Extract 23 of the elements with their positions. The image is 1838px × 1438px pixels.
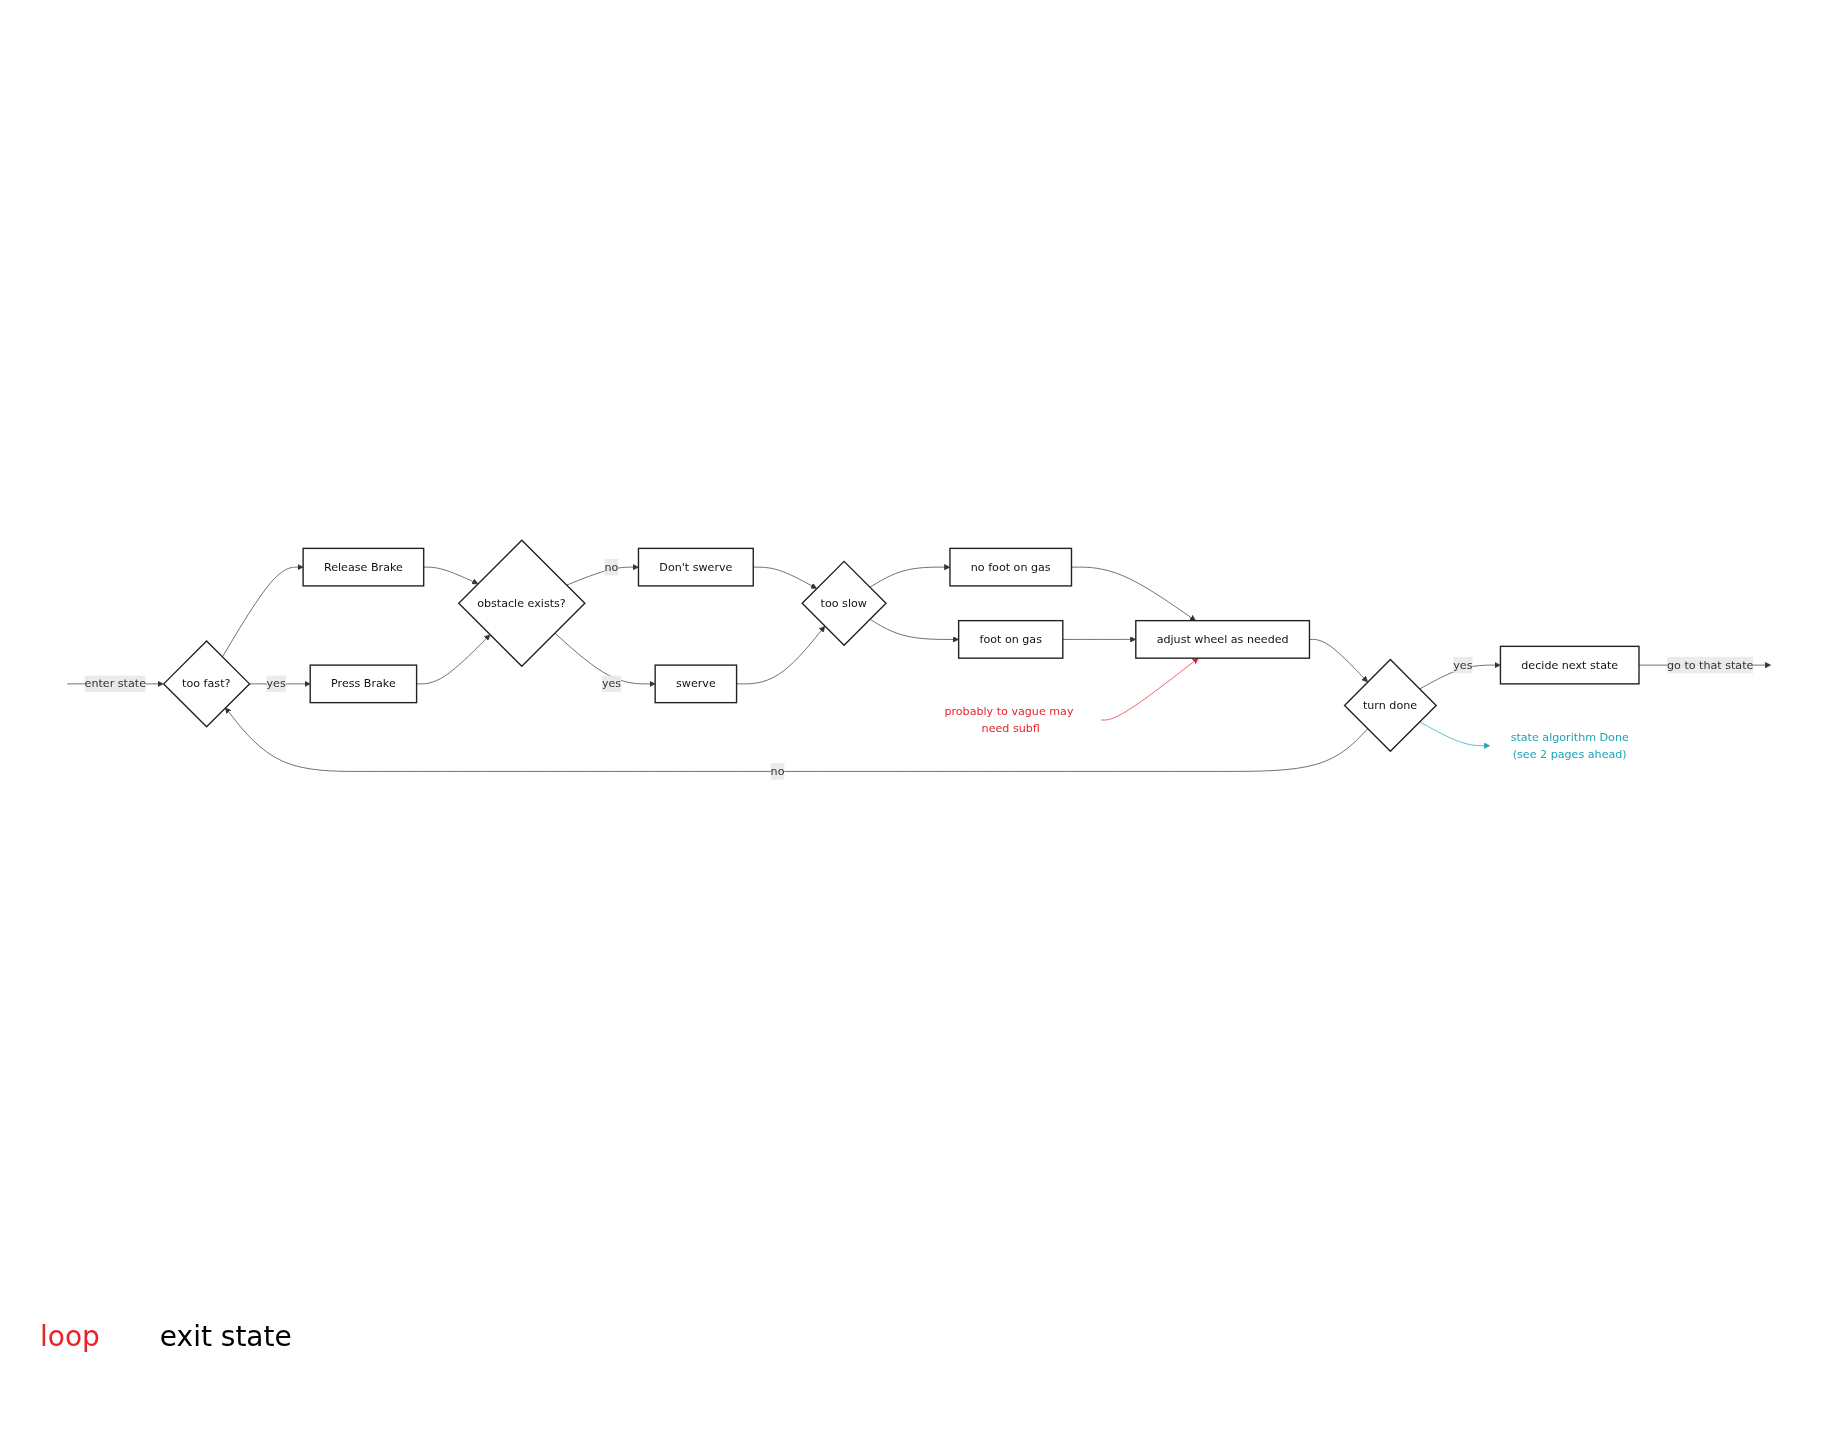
node-box: adjust wheel as needed <box>1135 619 1311 659</box>
node-diamond: too fast? <box>162 640 251 728</box>
edge-label: enter state <box>84 676 146 691</box>
node-box: foot on gas <box>957 619 1064 659</box>
edge-label: go to that state <box>1667 658 1754 672</box>
edge-label: no <box>604 560 619 574</box>
edge-label: no <box>770 764 785 778</box>
node-text: state algorithm Done (see 2 pages ahead) <box>1510 730 1629 761</box>
node-box: decide next state <box>1499 645 1640 685</box>
edge-label: yes <box>601 676 622 691</box>
node-box: no foot on gas <box>949 547 1073 587</box>
edge-label: yes <box>1453 658 1473 672</box>
edge-label: yes <box>266 676 286 691</box>
note-text: loop <box>40 1320 100 1353</box>
node-box: Don't swerve <box>637 547 754 587</box>
node-diamond: obstacle exists? <box>457 539 586 668</box>
node-text: probably to vague may need subfl <box>944 704 1074 735</box>
note-text: exit state <box>159 1320 292 1353</box>
node-box: Press Brake <box>309 664 418 704</box>
node-diamond: turn done <box>1343 658 1438 753</box>
node-box: Release Brake <box>302 547 425 587</box>
node-box: swerve <box>654 664 738 704</box>
node-diamond: too slow <box>801 560 887 647</box>
